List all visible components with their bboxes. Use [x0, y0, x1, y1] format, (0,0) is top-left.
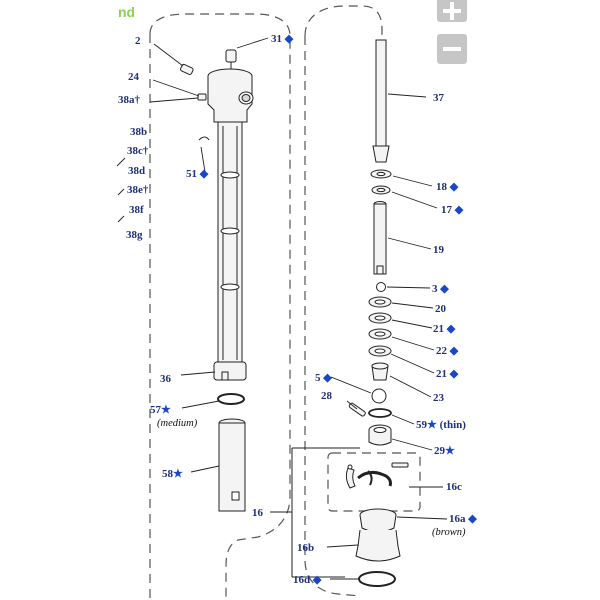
callout-38c: 38c† [127, 145, 149, 157]
callout-38e: 38e† [127, 184, 149, 196]
note-medium: (medium) [157, 418, 198, 429]
right-assembly [345, 39, 409, 587]
callout-16d: 16d ◆ [293, 574, 322, 586]
zoom-in-button[interactable] [437, 0, 467, 22]
callout-24: 24 [128, 71, 140, 83]
callout-2: 2 [135, 35, 141, 47]
callout-38d: 38d [128, 165, 145, 177]
callouts: 2 24 38a† 38b 38c† 38d 38e† 38f 38g 51 ◆… [118, 33, 477, 586]
callout-3: 3 ◆ [432, 283, 449, 295]
callout-36: 36 [160, 373, 172, 385]
callout-5: 5 ◆ [315, 372, 332, 384]
callout-51: 51 ◆ [186, 168, 209, 180]
callout-22: 22 ◆ [436, 345, 459, 357]
callout-28: 28 [321, 390, 333, 402]
zoom-out-button[interactable] [437, 34, 467, 64]
callout-16b: 16b [297, 542, 314, 554]
callout-18: 18 ◆ [436, 181, 459, 193]
callout-31: 31 ◆ [271, 33, 294, 45]
leader-lines [116, 37, 448, 580]
callout-16a: 16a ◆ [449, 513, 477, 525]
callout-17: 17 ◆ [441, 204, 464, 216]
callout-38a: 38a† [118, 94, 141, 106]
callout-16: 16 [252, 507, 264, 519]
note-brown: (brown) [432, 527, 466, 538]
callout-59: 59★ (thin) [416, 419, 466, 431]
callout-16c: 16c [446, 481, 462, 493]
callout-38g: 38g [126, 229, 143, 241]
callout-21-upper: 21 ◆ [433, 323, 456, 335]
callout-37: 37 [433, 92, 445, 104]
callout-57: 57★ [150, 404, 171, 416]
left-assembly [180, 49, 254, 512]
callout-38f: 38f [129, 204, 144, 216]
plus-icon-vertical [450, 2, 454, 20]
callout-21-lower: 21 ◆ [436, 368, 459, 380]
callout-23: 23 [433, 392, 445, 404]
bracket-16 [270, 447, 360, 578]
minus-icon [443, 47, 461, 51]
callout-38b: 38b [130, 126, 147, 138]
corner-text: nd [118, 4, 135, 20]
callout-58: 58★ [162, 468, 183, 480]
callout-19: 19 [433, 244, 445, 256]
callout-20: 20 [435, 303, 447, 315]
callout-29: 29★ [434, 445, 455, 457]
